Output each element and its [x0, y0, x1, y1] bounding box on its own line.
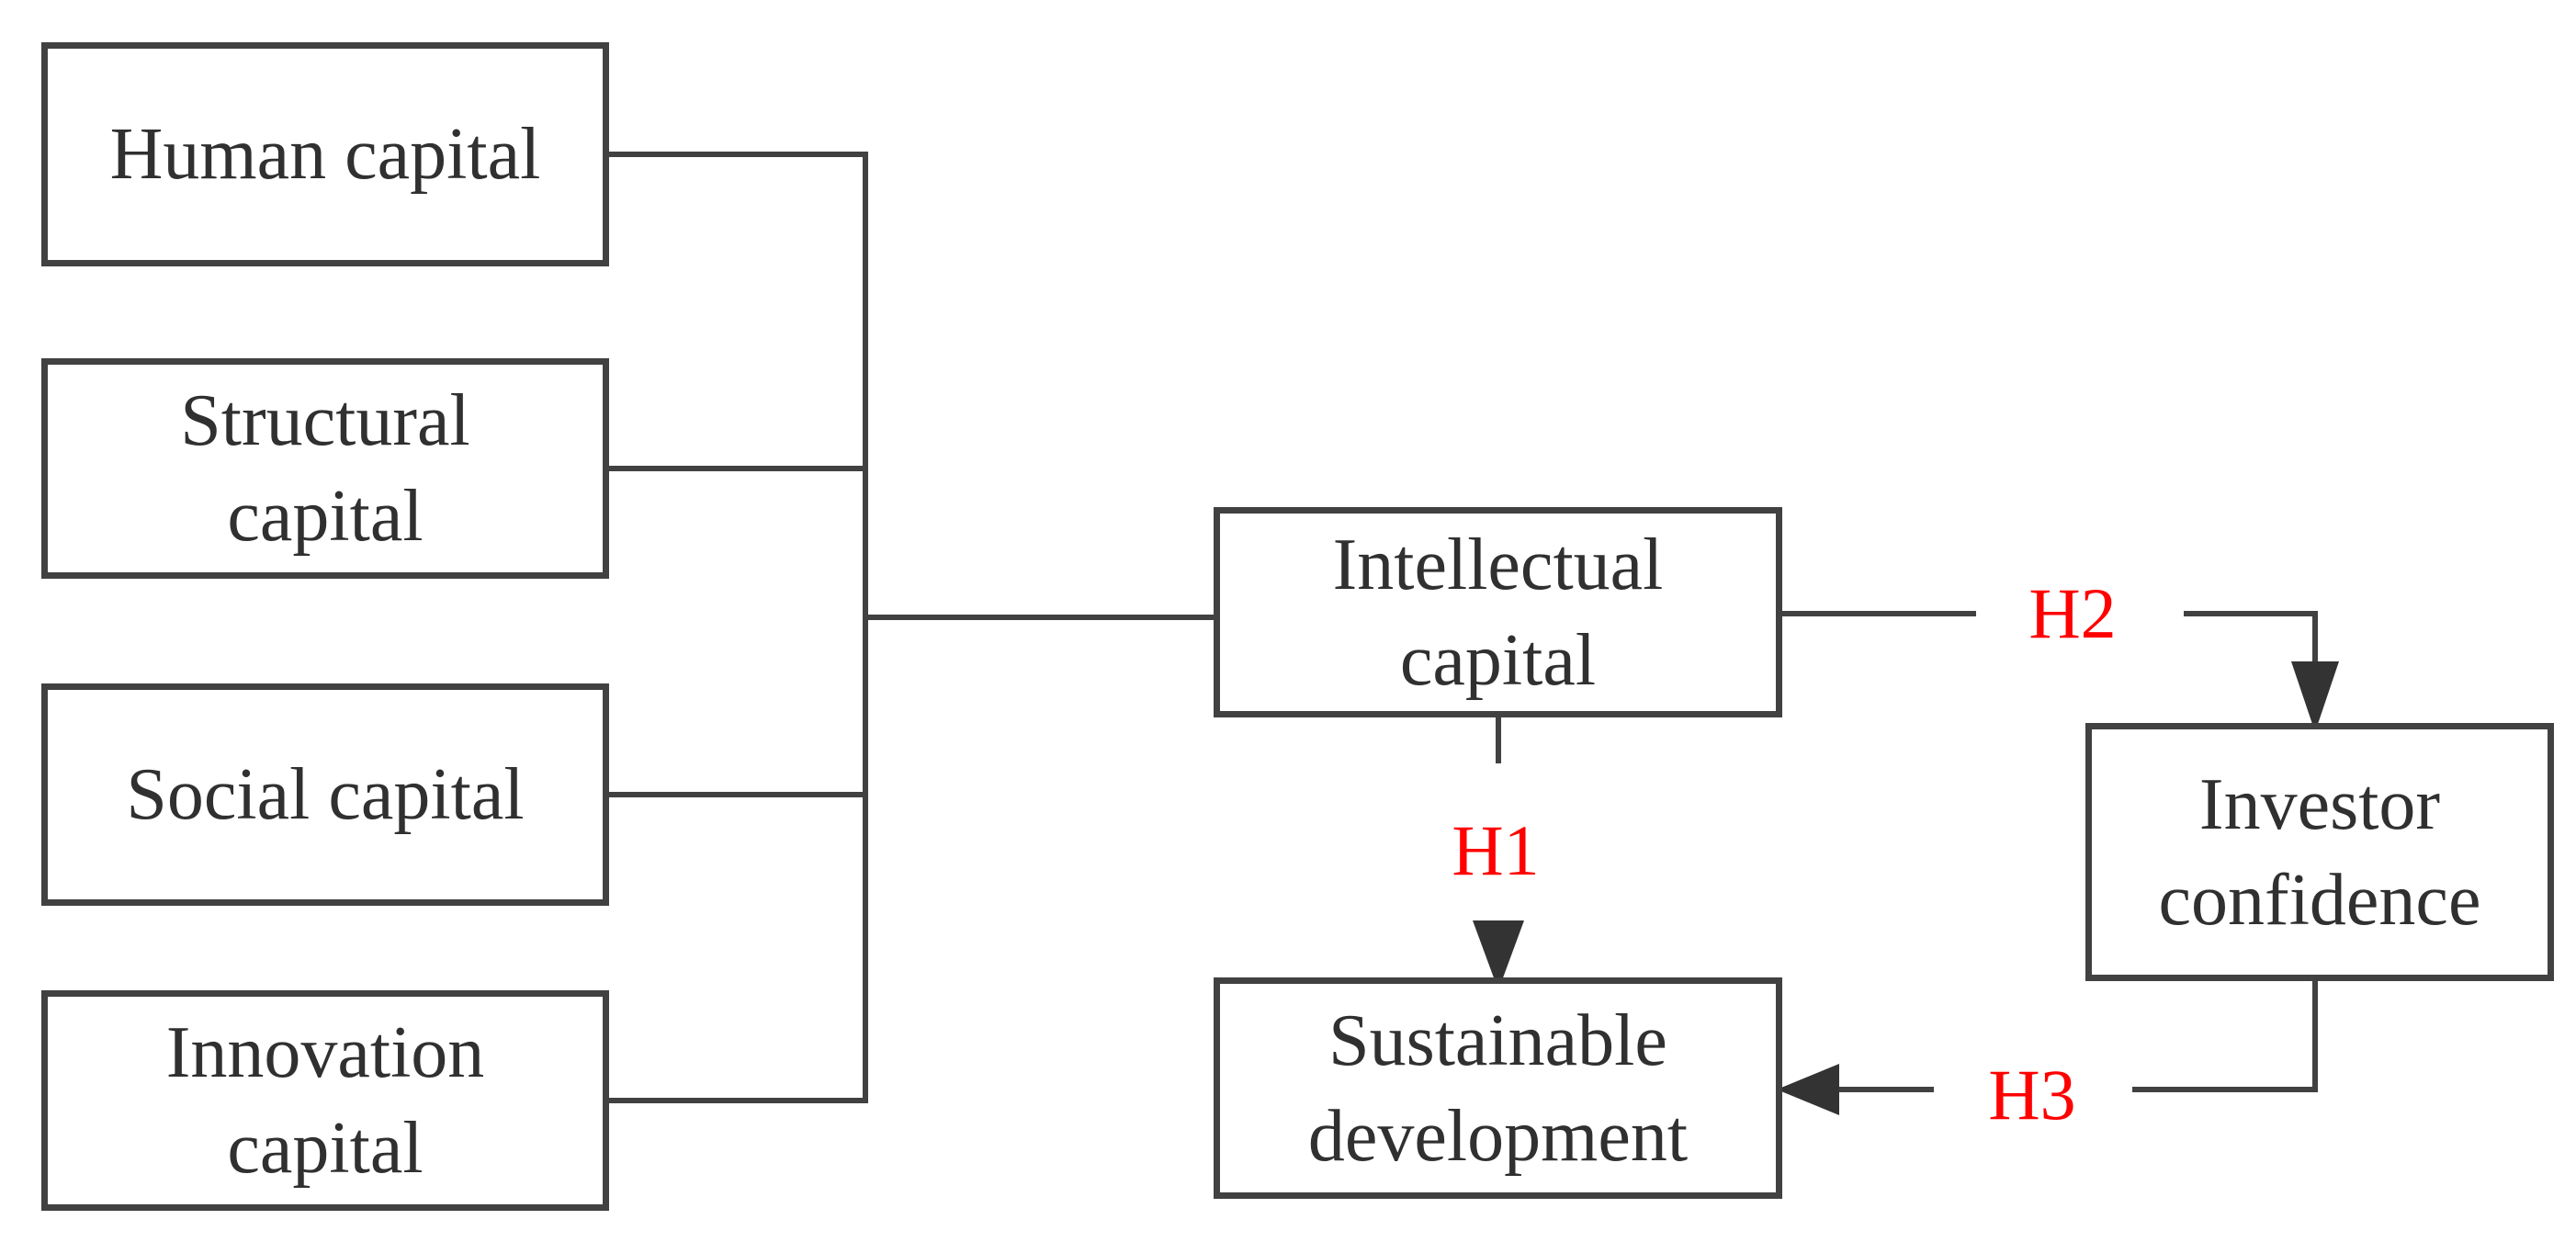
node-label: Structural capital [180, 380, 470, 557]
node-human-capital: Human capital [41, 42, 609, 266]
connector-h2-right-elbow [2184, 611, 2318, 668]
hypothesis-label-h2: H2 [2028, 573, 2117, 653]
arrowhead-h1-down-icon [1473, 920, 1524, 990]
node-sustainable-development: Sustainable development [1214, 977, 1782, 1199]
node-label: Intellectual capital [1332, 524, 1664, 701]
connector-h3-right-elbow [2132, 978, 2318, 1092]
arrowhead-h2-down-icon [2291, 661, 2339, 732]
arrowhead-h3-left-icon [1777, 1064, 1839, 1115]
hypothesis-label-h3: H3 [1988, 1055, 2076, 1135]
node-investor-confidence: Investor confidence [2085, 723, 2554, 981]
node-structural-capital: Structural capital [41, 358, 609, 579]
node-intellectual-capital: Intellectual capital [1214, 507, 1782, 717]
node-label: Investor confidence [2158, 763, 2481, 941]
hypothesis-label-h1: H1 [1452, 810, 1540, 890]
node-label: Sustainable development [1307, 999, 1689, 1177]
node-innovation-capital: Innovation capital [41, 990, 609, 1211]
node-label: Human capital [109, 114, 541, 195]
node-social-capital: Social capital [41, 683, 609, 906]
node-label: Innovation capital [165, 1012, 485, 1189]
node-label: Social capital [126, 754, 525, 835]
